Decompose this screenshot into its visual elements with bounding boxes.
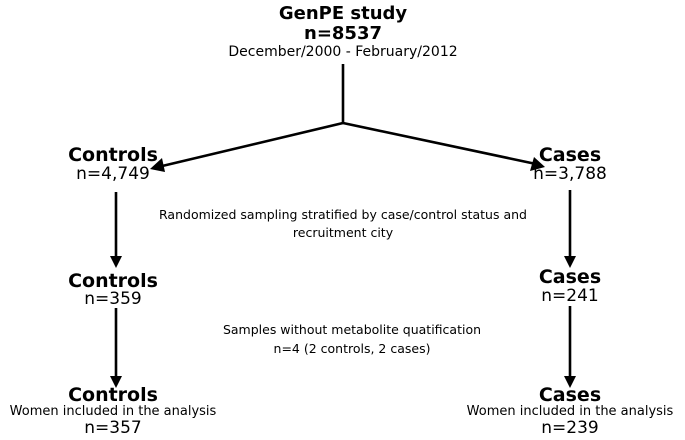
cases-title-3: Cases: [538, 384, 602, 406]
arrow-to-cases: [342, 121, 537, 166]
arrow-to-controls: [157, 121, 344, 169]
cases-title-2: Cases: [538, 266, 602, 288]
controls-title-1: Controls: [68, 144, 158, 166]
controls-n-2: n=359: [84, 289, 142, 309]
controls-title-2: Controls: [68, 270, 158, 292]
exclusion-note-line2: n=4 (2 controls, 2 cases): [273, 341, 431, 356]
controls-subtitle-3: Women included in the analysis: [9, 404, 217, 419]
study-title: GenPE study: [278, 3, 408, 24]
controls-n-3: n=357: [84, 418, 142, 438]
cases-title-1: Cases: [538, 144, 602, 166]
controls-title-3: Controls: [68, 384, 158, 406]
cases-subtitle-3: Women included in the analysis: [466, 404, 674, 419]
study-date-range: December/2000 - February/2012: [228, 44, 458, 60]
cases-n-1: n=3,788: [533, 164, 607, 184]
arrowhead-controls-sample: [110, 256, 122, 268]
study-total-n: n=8537: [304, 23, 382, 44]
cases-n-2: n=241: [541, 286, 599, 306]
controls-n-1: n=4,749: [76, 164, 150, 184]
sampling-note-line2: recruitment city: [292, 225, 394, 240]
cases-n-3: n=239: [541, 418, 599, 438]
exclusion-note-line1: Samples without metabolite quatification: [222, 322, 482, 337]
sampling-note-line1: Randomized sampling stratified by case/c…: [159, 207, 527, 222]
